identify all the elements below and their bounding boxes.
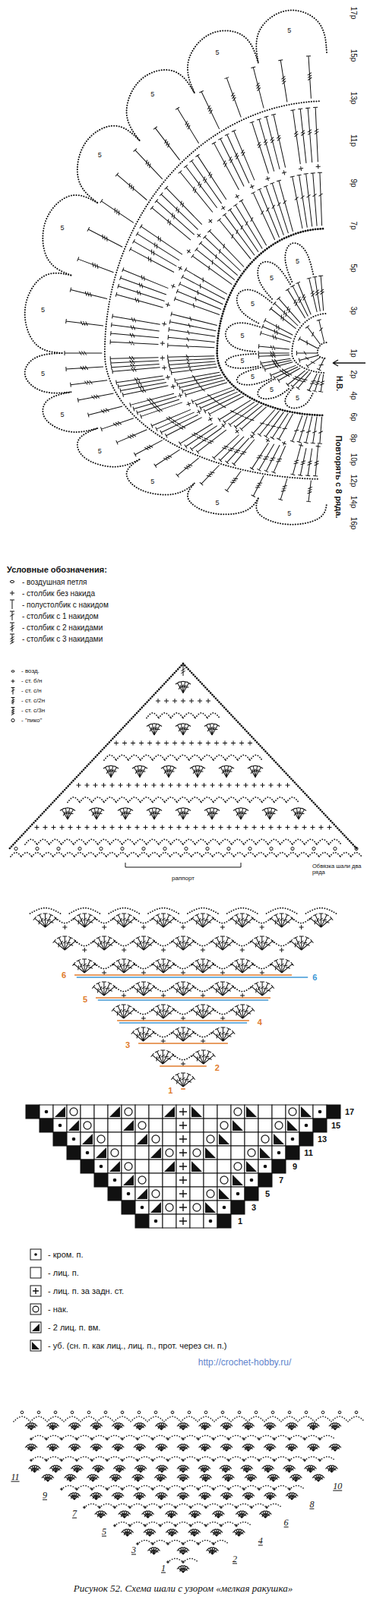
page: 17р15р13р11р9р7р5р3р1р2р4р6р8р10р12р14р1… <box>0 0 367 1600</box>
